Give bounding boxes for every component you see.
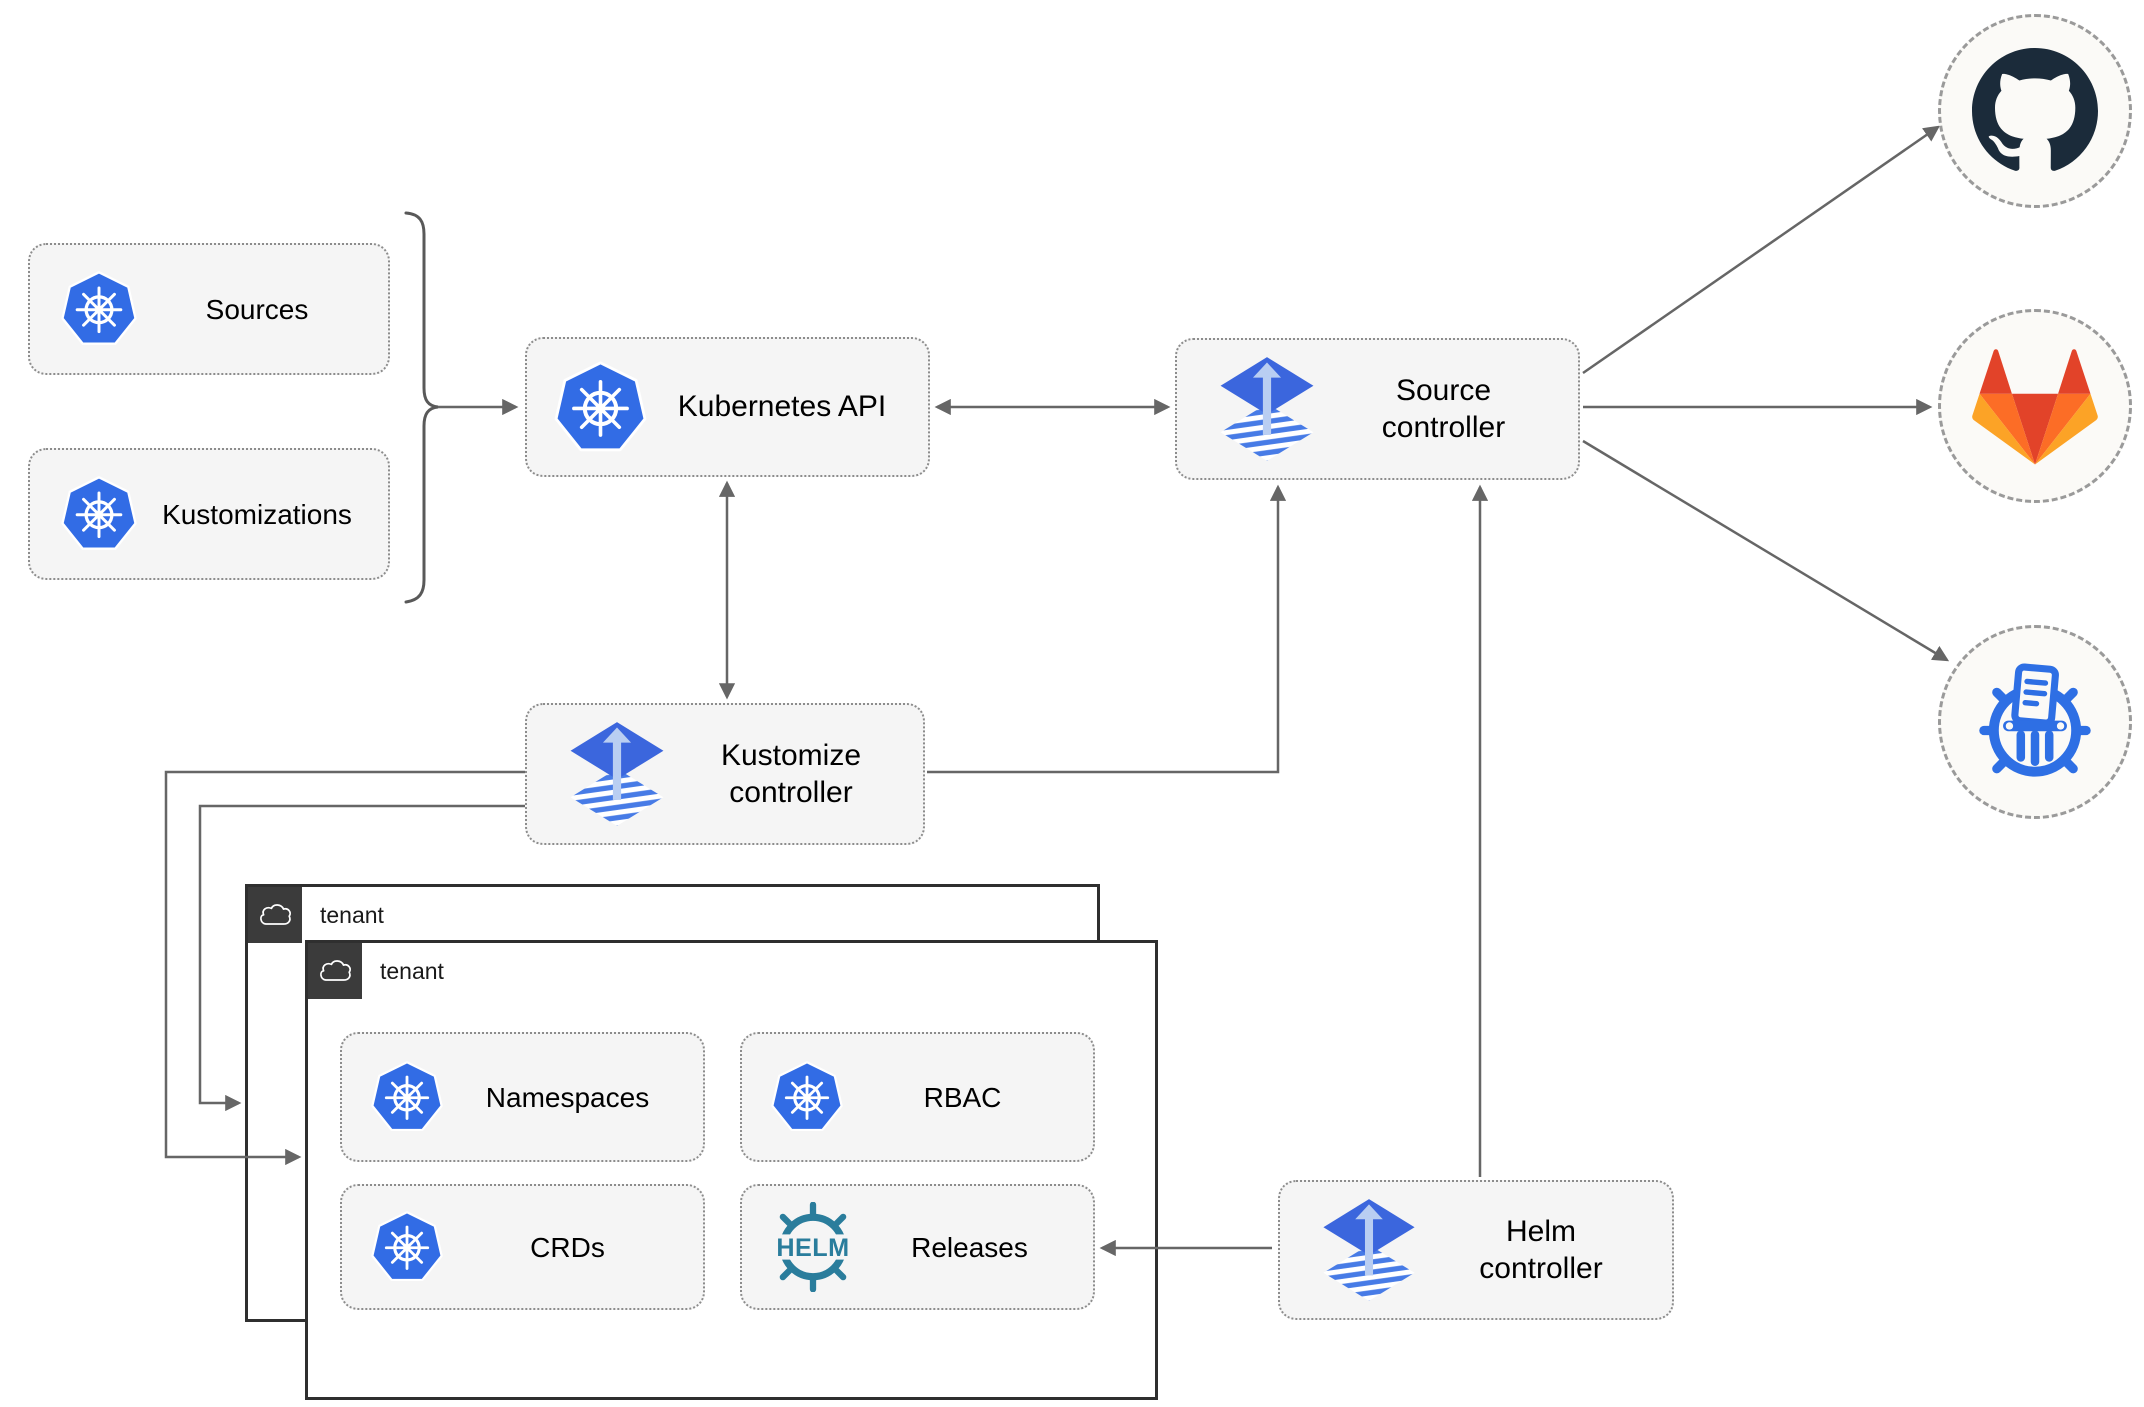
- flux-icon: [563, 720, 671, 828]
- node-label: Releases: [911, 1231, 1028, 1263]
- edge-kustomize-source: [927, 484, 1287, 774]
- node-label: Kustomizations: [162, 498, 352, 530]
- node-label: Sources: [205, 293, 309, 325]
- node-rbac: RBAC: [740, 1032, 1095, 1162]
- node-label: Kustomize controller: [720, 738, 862, 810]
- node-source-controller: Source controller: [1175, 338, 1580, 480]
- node-label: RBAC: [923, 1081, 1002, 1113]
- cloud-icon: [257, 902, 293, 929]
- cloud-icon: [317, 958, 353, 985]
- provider-chartmuseum: [1938, 625, 2132, 819]
- gitlab-icon: [1972, 349, 2098, 465]
- kubernetes-icon: [770, 1060, 844, 1134]
- chartmuseum-icon: [1979, 663, 2091, 777]
- node-helm-controller: Helm controller: [1278, 1180, 1674, 1320]
- kubernetes-icon: [60, 270, 138, 348]
- node-releases: HELM Releases: [740, 1184, 1095, 1310]
- tenant-label: tenant: [380, 957, 444, 984]
- kubernetes-icon: [370, 1060, 444, 1134]
- node-label: CRDs: [530, 1231, 605, 1263]
- kubernetes-icon: [553, 360, 648, 455]
- tenant-tab: [308, 943, 362, 999]
- github-icon: [1972, 48, 2098, 171]
- node-kustomize-controller: Kustomize controller: [525, 703, 925, 845]
- kubernetes-icon: [60, 475, 138, 553]
- provider-github: [1938, 14, 2132, 208]
- flux-icon: [1316, 1197, 1422, 1303]
- helm-wordmark: HELM: [776, 1234, 849, 1262]
- node-label: Source controller: [1381, 373, 1506, 445]
- flux-icon: [1213, 355, 1321, 463]
- node-kustomizations: Kustomizations: [28, 448, 390, 580]
- brace-sources-group: [404, 211, 439, 604]
- node-namespaces: Namespaces: [340, 1032, 705, 1162]
- edge-source-chartmuseum: [1582, 439, 1950, 662]
- tenant-inner-box: tenant: [305, 940, 1158, 1400]
- node-crds: CRDs: [340, 1184, 705, 1310]
- node-sources: Sources: [28, 243, 390, 375]
- provider-gitlab: [1938, 309, 2132, 503]
- node-kubernetes-api: Kubernetes API: [525, 337, 930, 477]
- node-label: Namespaces: [485, 1081, 650, 1113]
- helm-logo-icon: HELM: [768, 1202, 858, 1292]
- tenant-label: tenant: [320, 901, 384, 928]
- edge-source-github: [1582, 125, 1941, 375]
- node-label: Helm controller: [1479, 1214, 1603, 1286]
- node-label: Kubernetes API: [677, 390, 887, 424]
- kubernetes-icon: [370, 1210, 444, 1284]
- tenant-tab: [248, 887, 302, 943]
